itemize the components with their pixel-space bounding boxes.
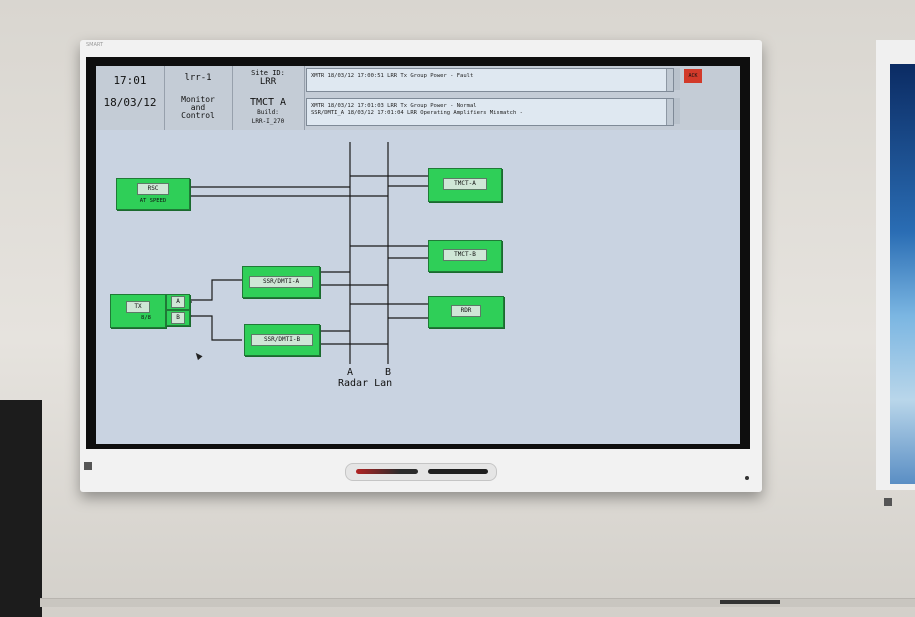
- red-pen-icon[interactable]: [356, 469, 418, 474]
- alarm-scrollbar[interactable]: [666, 69, 673, 91]
- tx-status: 8/8: [141, 315, 151, 321]
- site-id-label: Site ID:: [251, 69, 285, 77]
- adjacent-monitor-logo: [884, 498, 892, 506]
- switch-b-label: B: [171, 312, 185, 324]
- power-indicator-icon: [745, 476, 749, 480]
- ledge-marker: [720, 600, 780, 604]
- acknowledge-button[interactable]: ACK: [684, 69, 702, 83]
- alarm-list-current[interactable]: XMTR 18/03/12 17:00:51 LRR Tx Group Powe…: [306, 68, 674, 92]
- tx-switch-b[interactable]: B: [166, 310, 190, 326]
- rsc-status: AT SPEED: [139, 198, 167, 204]
- status-header: 17:01 18/03/12 lrr-1 Monitor and Control…: [96, 66, 740, 131]
- site-id-value: LRR: [259, 77, 277, 87]
- build-label: Build:: [257, 109, 279, 116]
- tmct-b-label: TMCT-B: [443, 249, 487, 261]
- tx-block[interactable]: TX 8/8: [110, 294, 166, 328]
- ssr-dmti-b-block[interactable]: SSR/DMTI-B: [244, 324, 320, 356]
- clock-time: 17:01: [113, 74, 147, 87]
- build-value: LRR-I_270: [251, 118, 285, 125]
- tmct-b-block[interactable]: TMCT-B: [428, 240, 502, 272]
- radar-lan-label: Radar Lan: [338, 378, 393, 389]
- alarm-entry[interactable]: XMTR 18/03/12 17:01:03 LRR Tx Group Powe…: [311, 103, 477, 109]
- control-screen: 17:01 18/03/12 lrr-1 Monitor and Control…: [96, 66, 740, 444]
- clock-cell: 17:01 18/03/12: [96, 66, 165, 130]
- monitor-logo-icon: [84, 462, 92, 470]
- monitor-brand: SMART: [86, 42, 104, 48]
- radar-lan-diagram: RSC AT SPEED TX 8/8 A B SSR/DMTI-A SSR/D…: [96, 130, 740, 444]
- rdr-block[interactable]: RDR: [428, 296, 504, 328]
- link-switcha-ssra: [190, 279, 242, 301]
- alarm-scrollbar[interactable]: [666, 99, 673, 125]
- adjacent-monitor-screen: [890, 64, 915, 484]
- role-line-1: Monitor: [181, 95, 215, 104]
- alarm-scroll-arrows-icon[interactable]: [674, 68, 680, 90]
- tmct-a-block[interactable]: TMCT-A: [428, 168, 502, 202]
- role-line-3: Control: [181, 111, 215, 120]
- link-switchb-ssrb: [190, 315, 242, 341]
- tx-switch-a[interactable]: A: [166, 294, 190, 310]
- adjacent-monitor: [876, 40, 915, 506]
- ssr-dmti-b-label: SSR/DMTI-B: [251, 334, 313, 346]
- alarm-entry[interactable]: XMTR 18/03/12 17:00:51 LRR Tx Group Powe…: [311, 73, 474, 79]
- foreground-dark-post: [0, 400, 42, 617]
- connection-lines: [188, 142, 428, 364]
- role-line-2: and: [190, 103, 206, 112]
- site-code: lrr-1: [184, 73, 212, 83]
- clock-date: 18/03/12: [103, 96, 157, 109]
- node-name: TMCT A: [249, 97, 287, 108]
- black-pen-icon[interactable]: [428, 469, 488, 474]
- ssr-dmti-a-label: SSR/DMTI-A: [249, 276, 313, 288]
- site-id-cell: Site ID: LRR TMCT A Build: LRR-I_270: [232, 66, 305, 130]
- tx-label: TX: [126, 301, 150, 313]
- wall-ledge: [40, 598, 915, 607]
- role-label: Monitor and Control: [164, 96, 232, 120]
- rsc-label: RSC: [137, 183, 169, 195]
- bus-a-label: A: [347, 367, 354, 378]
- site-cell: lrr-1 Monitor and Control: [164, 66, 233, 130]
- alarm-history-scroll-arrows-icon[interactable]: [674, 98, 680, 124]
- rsc-block[interactable]: RSC AT SPEED: [116, 178, 190, 210]
- pen-tray[interactable]: [345, 463, 497, 481]
- bus-b-label: B: [385, 367, 392, 378]
- alarm-list-history[interactable]: XMTR 18/03/12 17:01:03 LRR Tx Group Powe…: [306, 98, 674, 126]
- ssr-dmti-a-block[interactable]: SSR/DMTI-A: [242, 266, 320, 298]
- tmct-a-label: TMCT-A: [443, 178, 487, 190]
- rdr-label: RDR: [451, 305, 481, 317]
- switch-a-label: A: [171, 296, 185, 308]
- alarm-entry[interactable]: SSR/DMTI_A 18/03/12 17:01:04 LRR Operati…: [311, 110, 523, 116]
